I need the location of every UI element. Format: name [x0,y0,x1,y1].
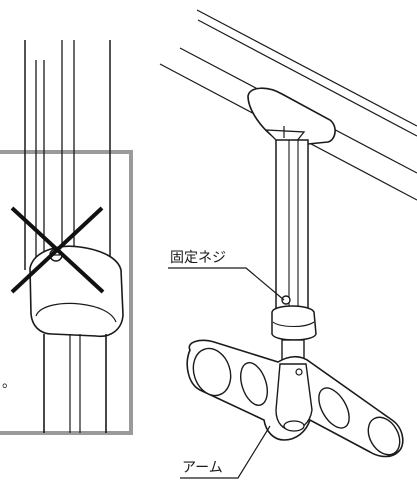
grip-opening [192,347,232,397]
incorrect-example-panel [0,40,133,435]
arm-hub [275,363,313,431]
grip-opening [367,416,401,456]
truncated-text-fragment: 。 [2,375,16,391]
panel-frame [0,150,133,435]
lower-pole [43,334,107,433]
cross-mark [10,206,104,294]
ceiling-line [196,9,417,127]
fixing-screw-icon [281,295,291,305]
leader-line-fixing-screw [168,267,285,301]
grip-opening [240,362,268,406]
upper-pole [275,139,309,313]
grip-opening [318,387,350,429]
ceiling-line [197,19,417,137]
arm-label: アーム [182,460,223,476]
leader-line-arm [180,425,271,479]
ceiling-assembly [159,9,417,479]
pole-collar [271,305,317,341]
collar-inner-line [35,302,117,323]
fixing-screw-label: 固定ネジ [170,250,226,266]
